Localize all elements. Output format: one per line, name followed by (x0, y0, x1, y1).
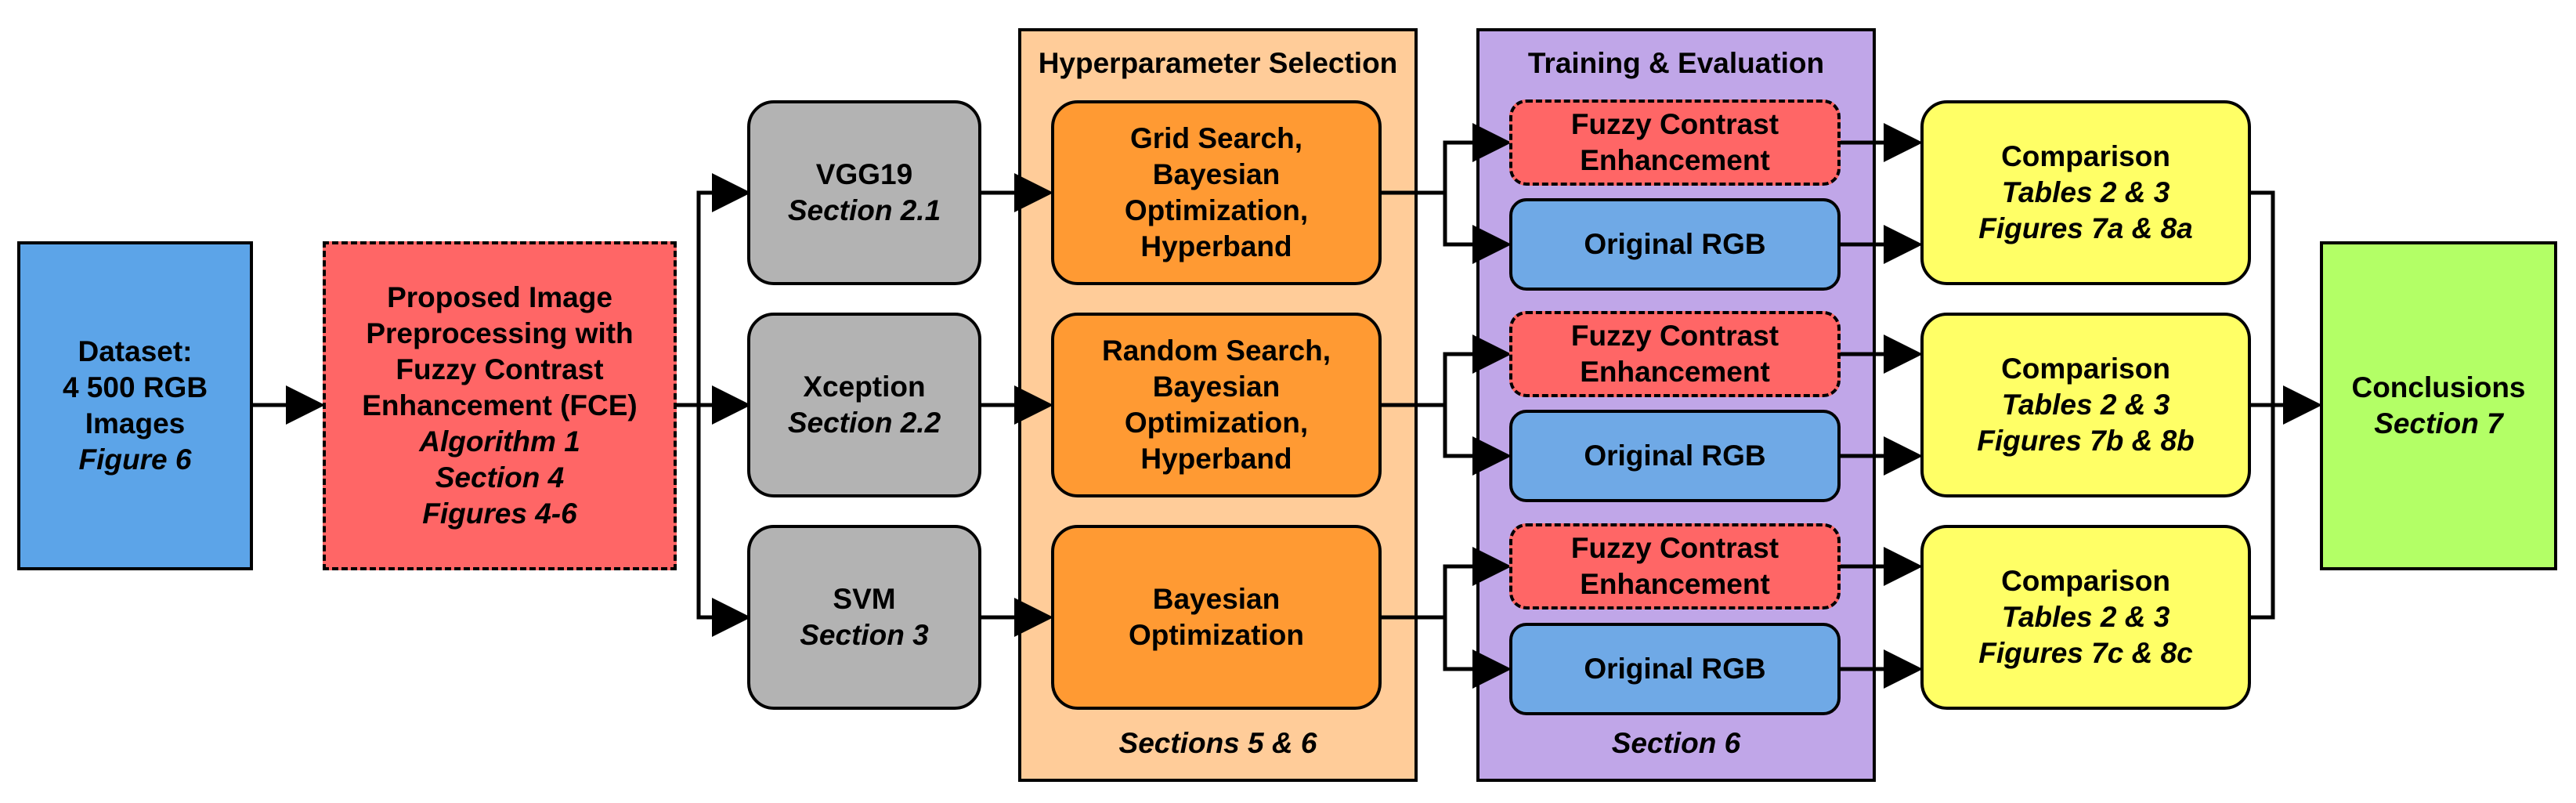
hp-line: Random Search, (1102, 335, 1331, 367)
arrow-hp3-to-fce3 (1382, 547, 1512, 620)
training-panel-title: Training & Evaluation (1527, 47, 1825, 79)
dataset-line1: Dataset: (78, 335, 193, 367)
fce-line1: Fuzzy Contrast (1570, 108, 1779, 140)
arrow-hp1-to-rgb1 (1443, 193, 1512, 264)
rgb-box-3: Original RGB (1509, 623, 1841, 715)
comparison-box-2: Comparison Tables 2 & 3 Figures 7b & 8b (1920, 313, 2251, 497)
model-ref: Section 2.2 (787, 407, 941, 439)
fce-line2: Enhancement (1580, 568, 1770, 600)
model-box-vgg19: VGG19 Section 2.1 (747, 100, 981, 285)
rgb-label: Original RGB (1584, 653, 1766, 685)
conclusions-ref: Section 7 (2374, 407, 2503, 439)
preproc-line1: Proposed Image (387, 281, 612, 313)
rgb-box-1: Original RGB (1509, 198, 1841, 291)
hp-line: Bayesian (1152, 371, 1281, 403)
fce-box-1: Fuzzy Contrast Enhancement (1509, 99, 1841, 186)
fce-line2: Enhancement (1580, 144, 1770, 176)
rgb-label: Original RGB (1584, 228, 1766, 260)
dataset-box: Dataset: 4 500 RGB Images Figure 6 (17, 241, 253, 570)
model-box-svm: SVM Section 3 (747, 525, 981, 710)
fce-box-2: Fuzzy Contrast Enhancement (1509, 311, 1841, 397)
comparison-figures: Figures 7a & 8a (1978, 212, 2193, 244)
comparison-title: Comparison (2001, 353, 2170, 385)
hp-line: Bayesian (1152, 583, 1281, 615)
fce-box-3: Fuzzy Contrast Enhancement (1509, 523, 1841, 609)
comparison-title: Comparison (2001, 140, 2170, 172)
rgb-box-2: Original RGB (1509, 410, 1841, 502)
model-name: SVM (833, 583, 896, 615)
hyperparameter-panel-title: Hyperparameter Selection (1038, 47, 1398, 79)
comparison-figures: Figures 7c & 8c (1978, 637, 2193, 669)
fce-line1: Fuzzy Contrast (1570, 320, 1779, 352)
arrow-preproc-to-vgg19 (677, 173, 751, 407)
preproc-line3: Fuzzy Contrast (396, 353, 604, 385)
hp-line: Grid Search, (1129, 122, 1303, 154)
hp-box-1: Grid Search, Bayesian Optimization, Hype… (1051, 100, 1382, 285)
hp-box-3: Bayesian Optimization (1051, 525, 1382, 710)
hyperparameter-panel-footer: Sections 5 & 6 (1118, 727, 1317, 759)
comparison-box-3: Comparison Tables 2 & 3 Figures 7c & 8c (1920, 525, 2251, 710)
model-name: Xception (803, 371, 926, 403)
comparison-title: Comparison (2001, 565, 2170, 597)
hp-line: Optimization, (1124, 194, 1309, 226)
fce-line2: Enhancement (1580, 356, 1770, 388)
dataset-line3: Images (85, 407, 186, 439)
hp-line: Bayesian (1152, 158, 1281, 190)
comparison-tables: Tables 2 & 3 (2001, 601, 2170, 633)
arrow-comp3-to-merge (2251, 405, 2275, 620)
model-box-xception: Xception Section 2.2 (747, 313, 981, 497)
model-name: VGG19 (815, 158, 913, 190)
preproc-ref1: Algorithm 1 (419, 425, 580, 458)
hp-line: Hyperband (1140, 443, 1292, 475)
model-ref: Section 2.1 (787, 194, 941, 226)
comparison-box-1: Comparison Tables 2 & 3 Figures 7a & 8a (1920, 100, 2251, 285)
hp-line: Optimization, (1124, 407, 1309, 439)
hp-line: Hyperband (1140, 230, 1292, 262)
arrow-hp1-to-fce1 (1382, 123, 1512, 195)
fce-line1: Fuzzy Contrast (1570, 532, 1779, 564)
hp-line: Optimization (1128, 619, 1305, 651)
arrow-comp1-to-merge (2251, 190, 2275, 405)
dataset-line2: 4 500 RGB (62, 371, 208, 403)
comparison-figures: Figures 7b & 8b (1977, 425, 2195, 457)
preproc-line2: Preprocessing with (366, 317, 634, 349)
preproc-ref2: Section 4 (435, 461, 565, 494)
preproc-ref3: Figures 4-6 (422, 497, 577, 530)
arrow-hp3-to-rgb3 (1443, 617, 1512, 689)
preprocessing-box: Proposed Image Preprocessing with Fuzzy … (323, 241, 677, 570)
comparison-tables: Tables 2 & 3 (2001, 389, 2170, 421)
arrow-preproc-to-svm (696, 405, 751, 637)
conclusions-box: Conclusions Section 7 (2320, 241, 2557, 570)
hp-box-2: Random Search, Bayesian Optimization, Hy… (1051, 313, 1382, 497)
preproc-line4: Enhancement (FCE) (362, 389, 638, 421)
model-ref: Section 3 (800, 619, 929, 651)
conclusions-title: Conclusions (2351, 371, 2526, 403)
arrow-hp2-to-rgb2 (1443, 405, 1512, 476)
rgb-label: Original RGB (1584, 439, 1766, 472)
arrow-hp2-to-fce2 (1382, 335, 1512, 407)
comparison-tables: Tables 2 & 3 (2001, 176, 2170, 208)
dataset-ref: Figure 6 (78, 443, 192, 476)
training-panel-footer: Section 6 (1611, 727, 1741, 759)
